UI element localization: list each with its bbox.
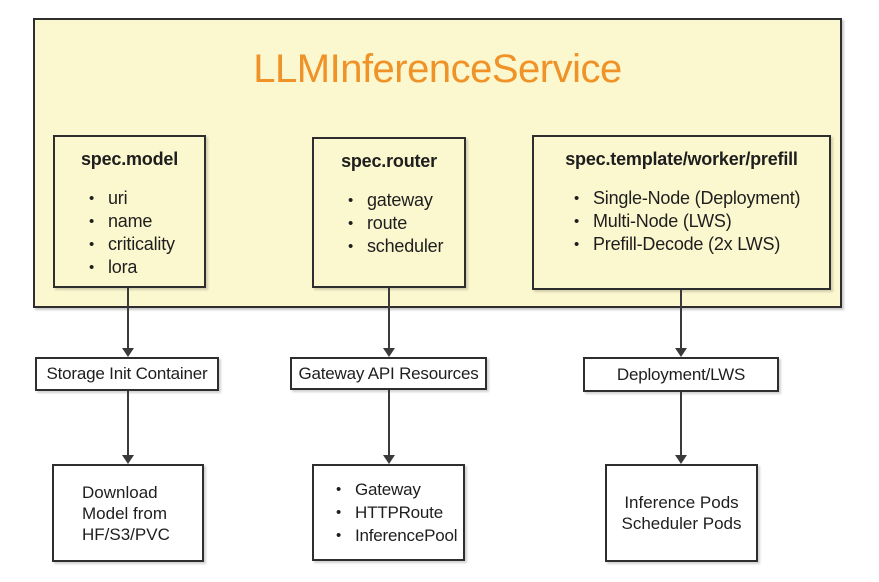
- arrow-shaft: [388, 390, 390, 455]
- arrow-deployment-to-pods: [675, 392, 687, 464]
- list-item: route: [348, 212, 464, 235]
- spec-router-title: spec.router: [341, 151, 437, 171]
- list-item: Single-Node (Deployment): [574, 187, 829, 210]
- arrow-head-icon: [383, 348, 395, 357]
- diagram-title: LLMInferenceService: [253, 47, 622, 91]
- box-line: Scheduler Pods: [621, 514, 742, 533]
- arrow-shaft: [680, 392, 682, 455]
- spec-router-list: gateway route scheduler: [314, 189, 464, 258]
- list-item: lora: [89, 256, 204, 279]
- spec-template-list: Single-Node (Deployment) Multi-Node (LWS…: [534, 187, 829, 256]
- spec-router-box: spec.router gateway route scheduler: [312, 137, 466, 288]
- arrow-shaft: [127, 288, 129, 348]
- spec-model-box: spec.model uri name criticality lora: [53, 135, 206, 288]
- box-label: Gateway API Resources: [298, 363, 479, 383]
- inference-scheduler-pods-box: Inference Pods Scheduler Pods: [605, 464, 758, 562]
- list-item: criticality: [89, 233, 204, 256]
- arrow-spec-model-to-storage: [122, 288, 134, 357]
- arrow-spec-router-to-gateway-api: [383, 288, 395, 357]
- spec-model-title: spec.model: [80, 149, 179, 169]
- list-item: Gateway: [336, 478, 463, 501]
- box-line: HF/S3/PVC: [82, 524, 170, 544]
- arrow-gateway-api-to-resources-list: [383, 390, 395, 464]
- spec-model-list: uri name criticality lora: [55, 187, 204, 279]
- box-line: Model from: [82, 503, 168, 523]
- box-label: Deployment/LWS: [616, 364, 746, 384]
- gateway-resources-list-box: Gateway HTTPRoute InferencePool: [312, 464, 465, 561]
- deployment-lws-box: Deployment/LWS: [583, 357, 779, 392]
- list-item: name: [89, 210, 204, 233]
- arrow-spec-template-to-deployment: [675, 290, 687, 357]
- box-line: Download: [82, 482, 158, 502]
- spec-template-title: spec.template/worker/prefill: [565, 149, 798, 169]
- spec-template-worker-prefill-box: spec.template/worker/prefill Single-Node…: [532, 135, 831, 290]
- gateway-api-resources-box: Gateway API Resources: [290, 357, 487, 390]
- arrow-shaft: [680, 290, 682, 348]
- box-label: Storage Init Container: [46, 364, 208, 383]
- list-item: Multi-Node (LWS): [574, 210, 829, 233]
- list-item: gateway: [348, 189, 464, 212]
- list-item: uri: [89, 187, 204, 210]
- storage-init-container-box: Storage Init Container: [35, 357, 219, 391]
- gateway-resources-list: Gateway HTTPRoute InferencePool: [314, 478, 463, 547]
- box-line: Inference Pods: [624, 493, 739, 512]
- list-item: Prefill-Decode (2x LWS): [574, 233, 829, 256]
- arrow-storage-to-download: [122, 391, 134, 464]
- arrow-shaft: [127, 391, 129, 455]
- arrow-head-icon: [383, 455, 395, 464]
- list-item: HTTPRoute: [336, 501, 463, 524]
- arrow-head-icon: [122, 348, 134, 357]
- list-item: InferencePool: [336, 524, 463, 547]
- arrow-head-icon: [122, 455, 134, 464]
- arrow-head-icon: [675, 455, 687, 464]
- download-model-box: Download Model from HF/S3/PVC: [52, 464, 204, 562]
- list-item: scheduler: [348, 235, 464, 258]
- arrow-shaft: [388, 288, 390, 348]
- arrow-head-icon: [675, 348, 687, 357]
